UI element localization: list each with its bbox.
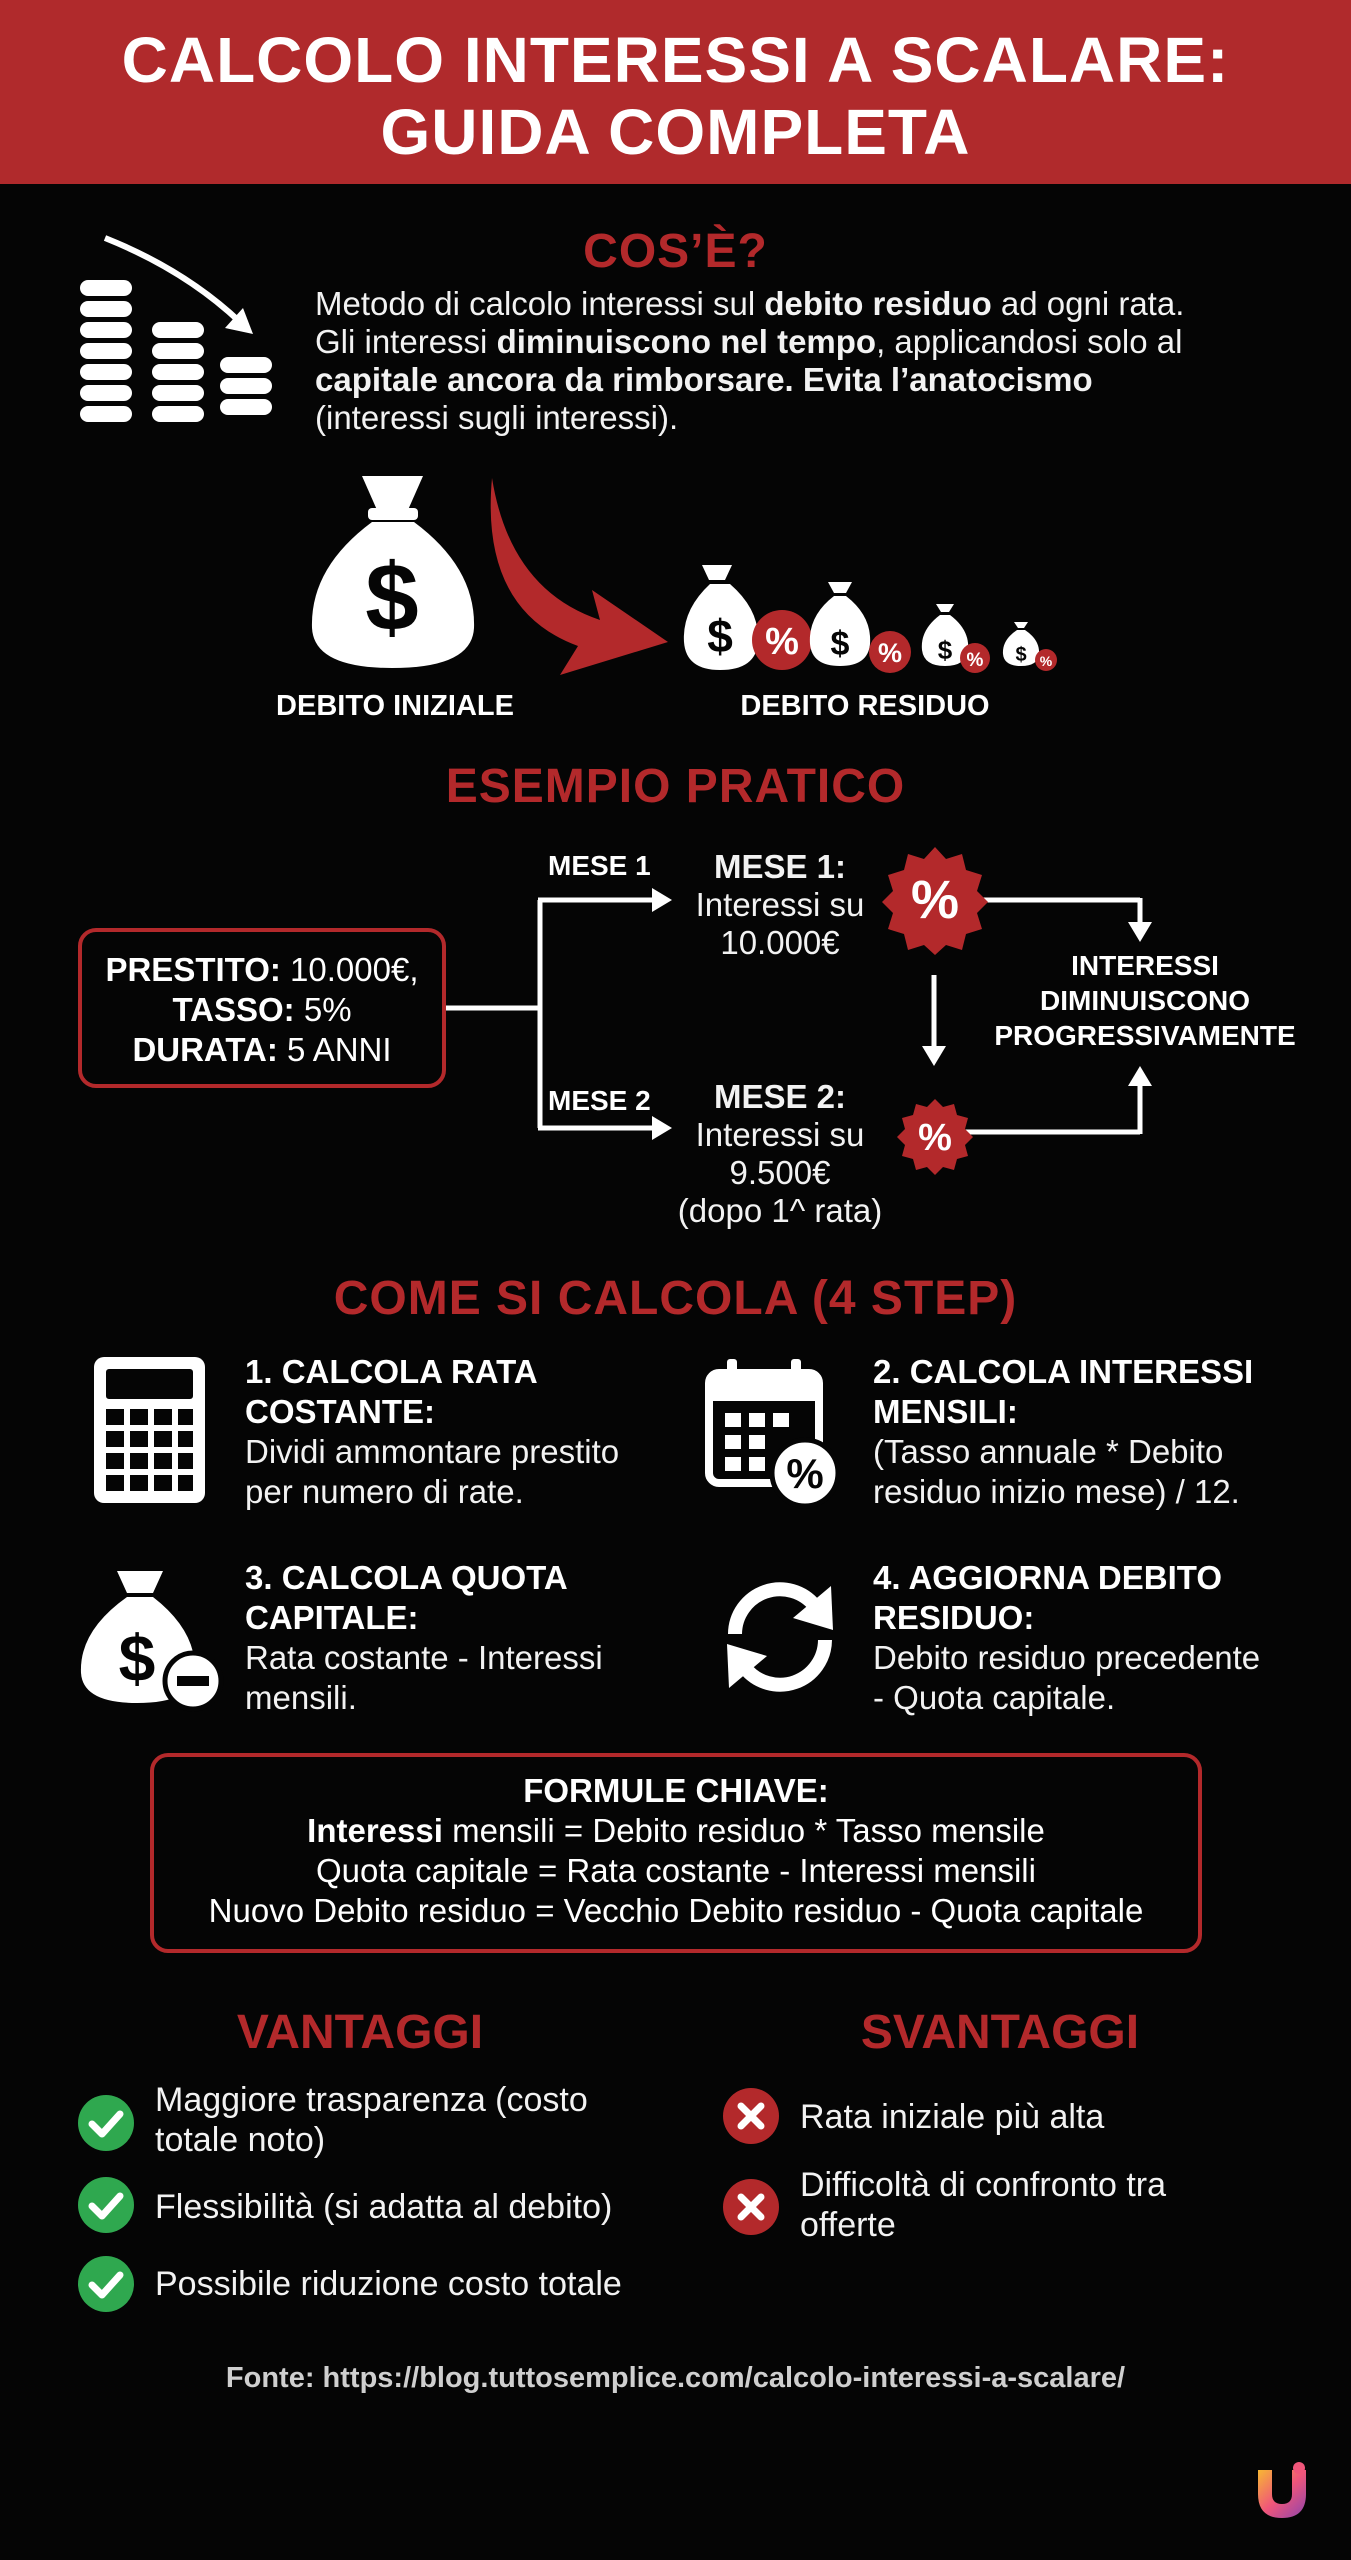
mese2-branch-label: MESE 2 bbox=[548, 1085, 651, 1116]
check-icon bbox=[78, 2256, 134, 2312]
debito-iniziale-label: DEBITO INIZIALE bbox=[276, 690, 514, 722]
calculator-icon bbox=[94, 1357, 205, 1503]
formula-1: Interessi mensili = Debito residuo * Tas… bbox=[307, 1812, 1045, 1849]
percent-badge-large-icon: % bbox=[882, 847, 988, 955]
esempio-pratico-title: ESEMPIO PRATICO bbox=[445, 760, 906, 813]
step-3: 3. CALCOLA QUOTA CAPITALE: Rata costante… bbox=[245, 1559, 603, 1716]
mese1-branch-label: MESE 1 bbox=[548, 850, 651, 881]
svg-text:$: $ bbox=[707, 610, 733, 662]
calendar-percent-icon: % bbox=[705, 1359, 840, 1509]
cross-icon bbox=[723, 2179, 779, 2235]
svantaggio-item-1: Rata iniziale più alta bbox=[800, 2098, 1105, 2136]
step-2: 2. CALCOLA INTERESSI MENSILI: (Tasso ann… bbox=[873, 1353, 1254, 1510]
steps-title: COME SI CALCOLA (4 STEP) bbox=[333, 1272, 1018, 1325]
svg-text:%: % bbox=[1040, 653, 1053, 669]
money-bags-decreasing-icon: $ % $ % $ % $ % bbox=[683, 565, 1057, 673]
money-bag-minus-icon: $ bbox=[80, 1571, 224, 1712]
dollar-sign-large: $ bbox=[365, 544, 418, 651]
vantaggi-title: VANTAGGI bbox=[236, 2006, 484, 2059]
money-bag-large-icon: $ bbox=[311, 476, 475, 668]
mese1-detail: MESE 1: Interessi su 10.000€ bbox=[695, 848, 865, 961]
debito-residuo-label: DEBITO RESIDUO bbox=[740, 690, 990, 722]
interessi-result-label: INTERESSI DIMINUISCONO PROGRESSIVAMENTE bbox=[994, 950, 1296, 1051]
step-4: 4. AGGIORNA DEBITO RESIDUO: Debito resid… bbox=[873, 1559, 1261, 1716]
cos-e-description: Metodo di calcolo interessi sul debito r… bbox=[315, 285, 1185, 436]
svg-text:%: % bbox=[878, 638, 902, 668]
coins-decreasing-icon bbox=[80, 235, 272, 422]
formule-chiave-box: FORMULE CHIAVE: Interessi mensili = Debi… bbox=[150, 1753, 1202, 1953]
check-icon bbox=[78, 2177, 134, 2233]
svg-text:%: % bbox=[918, 1117, 952, 1159]
source-link[interactable]: Fonte: https://blog.tuttosemplice.com/ca… bbox=[225, 2362, 1126, 2394]
vantaggio-item-1: Maggiore trasparenza (costo totale noto) bbox=[155, 2081, 588, 2159]
vantaggio-item-2: Flessibilità (si adatta al debito) bbox=[155, 2188, 613, 2226]
svg-text:$: $ bbox=[1015, 644, 1026, 666]
svg-text:%: % bbox=[786, 1450, 823, 1497]
example-flow-connectors bbox=[446, 888, 1152, 1140]
refresh-icon bbox=[727, 1582, 833, 1692]
svg-text:$: $ bbox=[938, 635, 953, 665]
svantaggio-item-2: Difficoltà di confronto tra offerte bbox=[800, 2166, 1166, 2244]
svg-text:$: $ bbox=[831, 625, 850, 663]
cross-icon bbox=[723, 2088, 779, 2144]
cos-e-title: COS’È? bbox=[583, 225, 768, 278]
svantaggi-title: SVANTAGGI bbox=[860, 2006, 1140, 2059]
check-icon bbox=[78, 2095, 134, 2151]
formule-title: FORMULE CHIAVE: bbox=[523, 1772, 829, 1809]
brand-logo bbox=[1258, 2462, 1306, 2518]
step-1: 1. CALCOLA RATA COSTANTE: Dividi ammonta… bbox=[245, 1353, 620, 1510]
svg-text:%: % bbox=[967, 650, 984, 671]
header-banner: CALCOLO INTERESSI A SCALARE: GUIDA COMPL… bbox=[0, 0, 1351, 184]
page-title-line1: CALCOLO INTERESSI A SCALARE: bbox=[121, 24, 1230, 96]
svg-text:%: % bbox=[911, 870, 959, 930]
vantaggio-item-3: Possibile riduzione costo totale bbox=[155, 2265, 622, 2303]
svg-text:%: % bbox=[765, 621, 799, 663]
mese2-detail: MESE 2: Interessi su 9.500€ (dopo 1^ rat… bbox=[677, 1078, 883, 1229]
svg-text:$: $ bbox=[119, 1621, 156, 1695]
formula-3: Nuovo Debito residuo = Vecchio Debito re… bbox=[208, 1892, 1144, 1929]
percent-badge-small-icon: % bbox=[897, 1099, 973, 1175]
page-title-line2: GUIDA COMPLETA bbox=[380, 96, 971, 168]
loan-parameters-box: PRESTITO: 10.000€, TASSO: 5% DURATA: 5 A… bbox=[78, 928, 446, 1088]
curved-arrow-icon bbox=[490, 478, 668, 675]
formula-2: Quota capitale = Rata costante - Interes… bbox=[316, 1852, 1036, 1889]
